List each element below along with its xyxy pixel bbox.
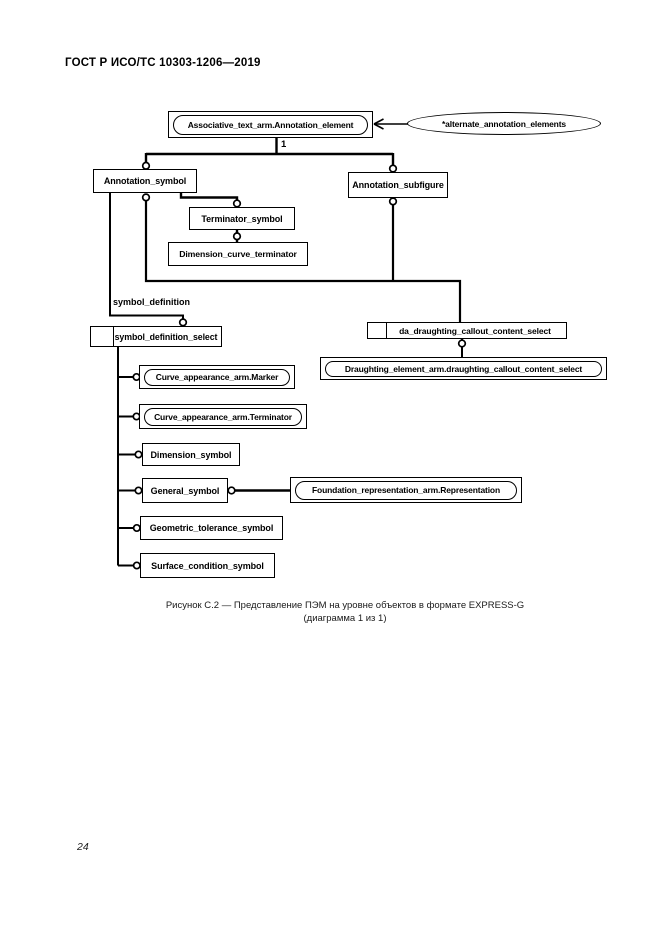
select-bar xyxy=(386,323,387,338)
node-foundation-representation: Foundation_representation_arm.Representa… xyxy=(290,477,522,503)
node-symbol-definition-select: symbol_definition_select xyxy=(90,326,222,347)
node-da-draughting-callout-content-select: da_draughting_callout_content_select xyxy=(367,322,567,339)
document-header: ГОСТ Р ИСО/ТС 10303-1206—2019 xyxy=(65,57,261,69)
figure-caption-line1: Рисунок С.2 — Представление ПЭМ на уровн… xyxy=(165,600,525,611)
node-annotation-subfigure: Annotation_subfigure xyxy=(348,172,448,198)
select-bar xyxy=(113,327,114,346)
node-alternate-annotation-elements: *alternate_annotation_elements xyxy=(407,112,601,135)
node-general-symbol: General_symbol xyxy=(142,478,228,503)
node-dimension-curve-terminator: Dimension_curve_terminator xyxy=(168,242,308,266)
figure-caption: Рисунок С.2 — Представление ПЭМ на уровн… xyxy=(60,599,630,625)
node-surface-condition-symbol: Surface_condition_symbol xyxy=(140,553,275,578)
node-geometric-tolerance-symbol: Geometric_tolerance_symbol xyxy=(140,516,283,540)
node-dimension-symbol: Dimension_symbol xyxy=(142,443,240,466)
figure-caption-line2: (диаграмма 1 из 1) xyxy=(303,613,387,624)
node-draughting-element-select: Draughting_element_arm.draughting_callou… xyxy=(320,357,607,380)
node-annotation-symbol: Annotation_symbol xyxy=(93,169,197,193)
oneof-constraint-label: 1 xyxy=(281,139,287,150)
node-curve-appearance-marker: Curve_appearance_arm.Marker xyxy=(139,365,295,389)
node-terminator-symbol: Terminator_symbol xyxy=(189,207,295,230)
node-associative-text-annotation-element: Associative_text_arm.Annotation_element xyxy=(168,111,373,138)
symbol-definition-attribute-label: symbol_definition xyxy=(113,297,191,307)
node-curve-appearance-terminator: Curve_appearance_arm.Terminator xyxy=(139,404,307,429)
page-number: 24 xyxy=(77,841,89,853)
